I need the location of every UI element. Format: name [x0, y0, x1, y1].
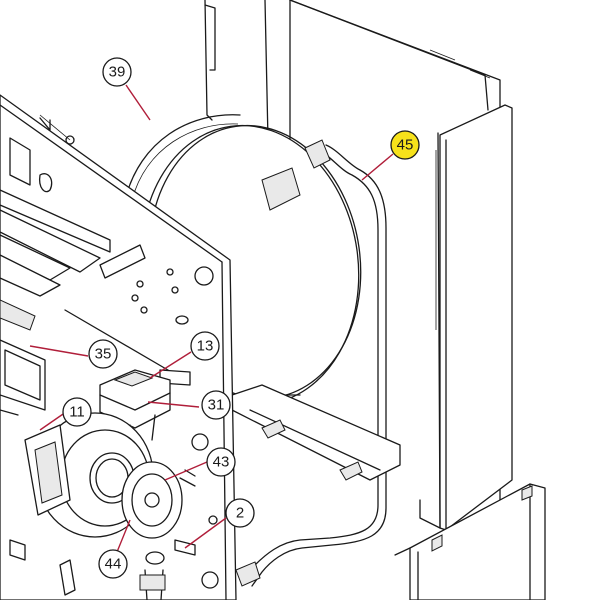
lower-right-bracket — [394, 483, 546, 600]
flow-pipe — [235, 139, 387, 587]
callout-45-label: 45 — [397, 137, 414, 154]
callout-44-label: 44 — [105, 556, 122, 573]
callout-2: 2 — [225, 498, 255, 528]
side-panel-right — [419, 104, 513, 531]
vessel-mounting-bracket — [231, 384, 401, 481]
leader-35 — [29, 345, 89, 357]
callout-13-label: 13 — [197, 338, 214, 355]
callout-11: 11 — [62, 397, 92, 427]
leader-13 — [149, 351, 192, 379]
leader-44 — [116, 519, 131, 553]
callout-13: 13 — [190, 331, 220, 361]
lower-left-fittings — [0, 409, 76, 596]
fan-flange-assembly — [99, 369, 171, 446]
callout-31: 31 — [201, 390, 231, 420]
leader-lines — [29, 84, 394, 553]
callout-43: 43 — [206, 447, 236, 477]
leader-11 — [39, 411, 67, 431]
callout-35-label: 35 — [95, 346, 112, 363]
leader-45 — [361, 153, 394, 181]
callout-11-label: 11 — [69, 404, 85, 421]
heat-exchanger-rails — [0, 189, 111, 411]
leader-31 — [147, 401, 200, 408]
leader-2 — [184, 517, 227, 549]
callout-43-label: 43 — [213, 454, 230, 471]
callout-39: 39 — [102, 57, 132, 87]
callout-39-label: 39 — [109, 64, 126, 81]
callout-2-label: 2 — [236, 505, 244, 522]
callout-44: 44 — [98, 549, 128, 579]
callout-31-label: 31 — [208, 397, 225, 414]
callout-35: 35 — [88, 339, 118, 369]
leader-39 — [125, 84, 151, 121]
callout-45: 45 — [390, 130, 420, 160]
fan-blower-assembly — [24, 412, 196, 600]
leader-43 — [164, 461, 208, 481]
